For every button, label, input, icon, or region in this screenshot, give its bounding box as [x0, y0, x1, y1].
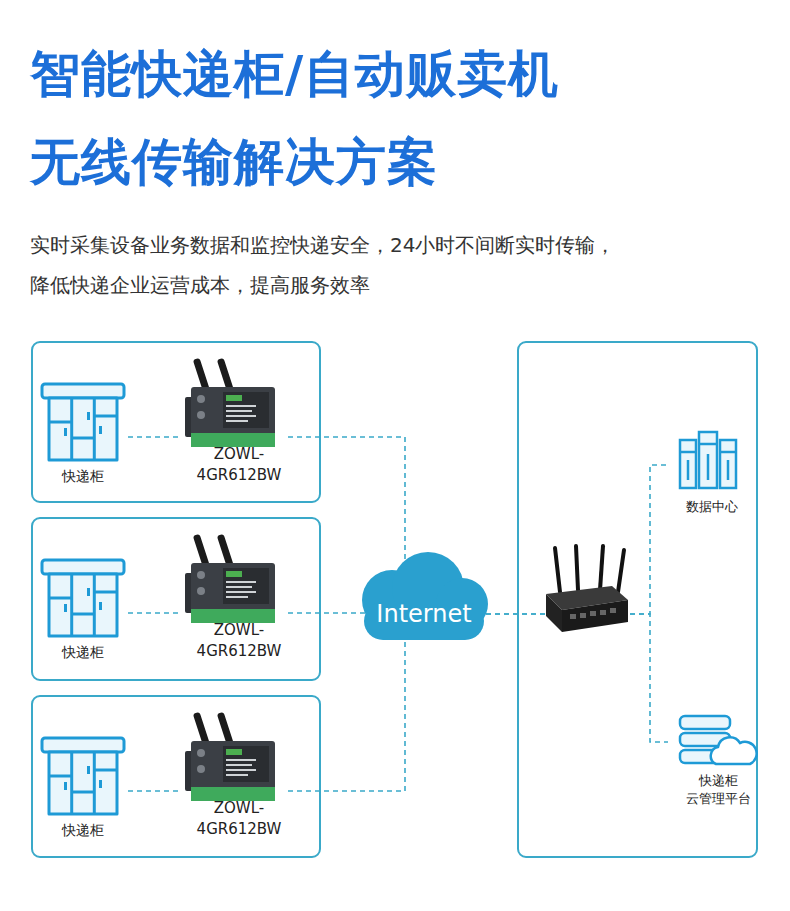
server-icon [680, 432, 736, 488]
node-label: ZOWL-4GR612BW [178, 620, 300, 662]
server-line [720, 451, 736, 454]
cabinet-icon [42, 384, 124, 460]
router-node: ZOWL-4GR612BW [178, 706, 300, 840]
router-port [600, 610, 606, 615]
server-line [680, 451, 696, 454]
cloud-outline [350, 550, 498, 642]
antenna [576, 546, 578, 590]
cloud-symbol [711, 737, 757, 764]
router-node: ZOWL-4GR612BW [178, 528, 300, 662]
server-node: 数据中心 [668, 426, 756, 516]
cabinet-node: 快递柜 [38, 554, 128, 662]
router-port [580, 613, 586, 618]
router-node: ZOWL-4GR612BW [178, 352, 300, 486]
dashed-connector [128, 612, 178, 614]
server-tower [720, 440, 736, 488]
server-tower [699, 432, 717, 488]
node-label: 快递柜 [62, 642, 104, 662]
dashed-connector [288, 612, 368, 614]
cabinet-icon [42, 738, 124, 814]
antenna [555, 548, 560, 592]
cloud-server-icon [680, 716, 757, 764]
server-slab [680, 716, 730, 729]
node-label: 数据中心 [686, 498, 738, 516]
server-line [699, 443, 717, 446]
server-line [687, 460, 690, 480]
cabinet-icon [42, 560, 124, 636]
server-slab [680, 750, 730, 763]
group-frame [32, 696, 320, 857]
router-port [570, 614, 576, 619]
server-slab [680, 733, 730, 746]
router-illustration [185, 534, 275, 623]
router-top [546, 586, 628, 610]
node-label: Internet [376, 597, 471, 631]
dashed-connector [288, 437, 405, 562]
node-label: 快递柜 云管理平台 [668, 772, 768, 808]
router-port [590, 611, 596, 616]
router-illustration [185, 712, 275, 801]
cabinet-node: 快递柜 [38, 732, 128, 840]
router-side [562, 600, 628, 632]
group-frame [32, 342, 320, 502]
server-tower [680, 440, 696, 488]
group-frame [32, 518, 320, 680]
antenna [618, 550, 624, 592]
dashed-connector [128, 790, 178, 792]
server-line [727, 460, 730, 480]
dashed-connector [486, 614, 668, 742]
node-label: 快递柜 [62, 466, 104, 486]
router-port [610, 608, 616, 613]
antenna [600, 546, 603, 590]
gateway-router [546, 546, 628, 632]
router-illustration [185, 358, 275, 447]
node-label: ZOWL-4GR612BW [178, 798, 300, 840]
cloud-shape [362, 552, 488, 640]
diagram-title: 智能快递柜/自动贩卖机 无线传输解决方案 [30, 30, 770, 206]
dashed-connector [288, 638, 405, 791]
dashed-connector [486, 465, 668, 614]
cloud-node: Internet [350, 550, 498, 642]
node-label: ZOWL-4GR612BW [178, 444, 300, 486]
node-label: 快递柜 [62, 820, 104, 840]
cabinet-node: 快递柜 [38, 378, 128, 486]
platform-node: 快递柜 云管理平台 [668, 712, 768, 808]
dashed-connector [128, 436, 178, 438]
server-line [707, 454, 710, 480]
router-front [546, 594, 562, 632]
diagram-caption: 实时采集设备业务数据和监控快递安全，24小时不间断实时传输， 降低快递企业运营成… [30, 225, 760, 305]
